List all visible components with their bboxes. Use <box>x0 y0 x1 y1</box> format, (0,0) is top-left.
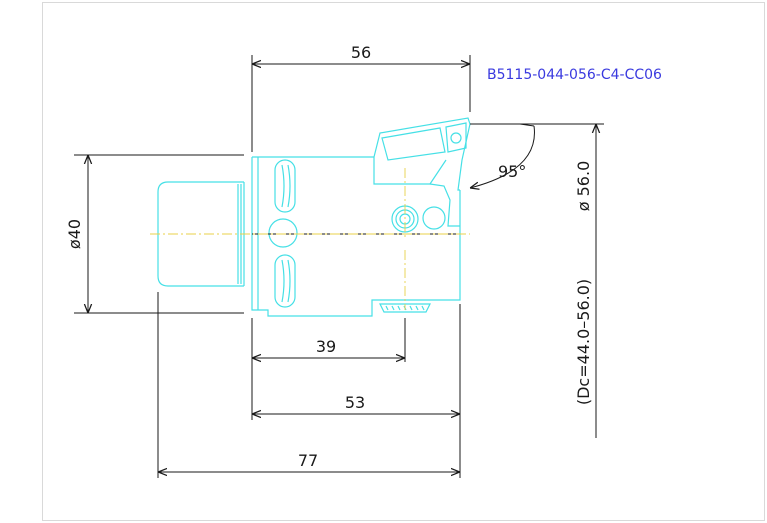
angle-arc <box>470 125 535 188</box>
cartridge-outline <box>373 117 471 191</box>
dim-text-39: 39 <box>316 337 336 356</box>
tool-outline <box>157 117 471 317</box>
angle-label: 95° <box>498 162 526 181</box>
cartridge-inner <box>381 127 446 161</box>
part-number: B5115-044-056-C4-CC06 <box>487 67 662 83</box>
centerlines <box>150 168 470 310</box>
slot-top-shading <box>281 164 291 208</box>
dim-text-77: 77 <box>298 451 318 470</box>
side-hole <box>422 206 446 230</box>
dim-text-53: 53 <box>345 393 365 412</box>
angle-leader <box>519 123 535 127</box>
cutting-diameter-label: ø 56.0 <box>574 161 593 212</box>
cartridge-side <box>373 157 447 185</box>
insert-outline <box>445 122 467 153</box>
dim-text-56: 56 <box>351 43 371 62</box>
knurl-detail <box>379 303 431 313</box>
dc-range-label: (Dc=44.0–56.0) <box>574 279 593 405</box>
body-outline <box>251 157 461 317</box>
coolant-slot-top <box>274 159 296 213</box>
insert-screw <box>450 132 462 144</box>
slot-bottom-shading <box>281 259 291 303</box>
dimension-lines <box>74 55 604 478</box>
cartridge-lower <box>429 183 460 227</box>
coolant-slot-bottom <box>274 254 296 308</box>
center-bore-circle <box>268 218 298 248</box>
shank-diameter-label: ø40 <box>65 219 84 249</box>
drawing-frame <box>42 2 765 521</box>
